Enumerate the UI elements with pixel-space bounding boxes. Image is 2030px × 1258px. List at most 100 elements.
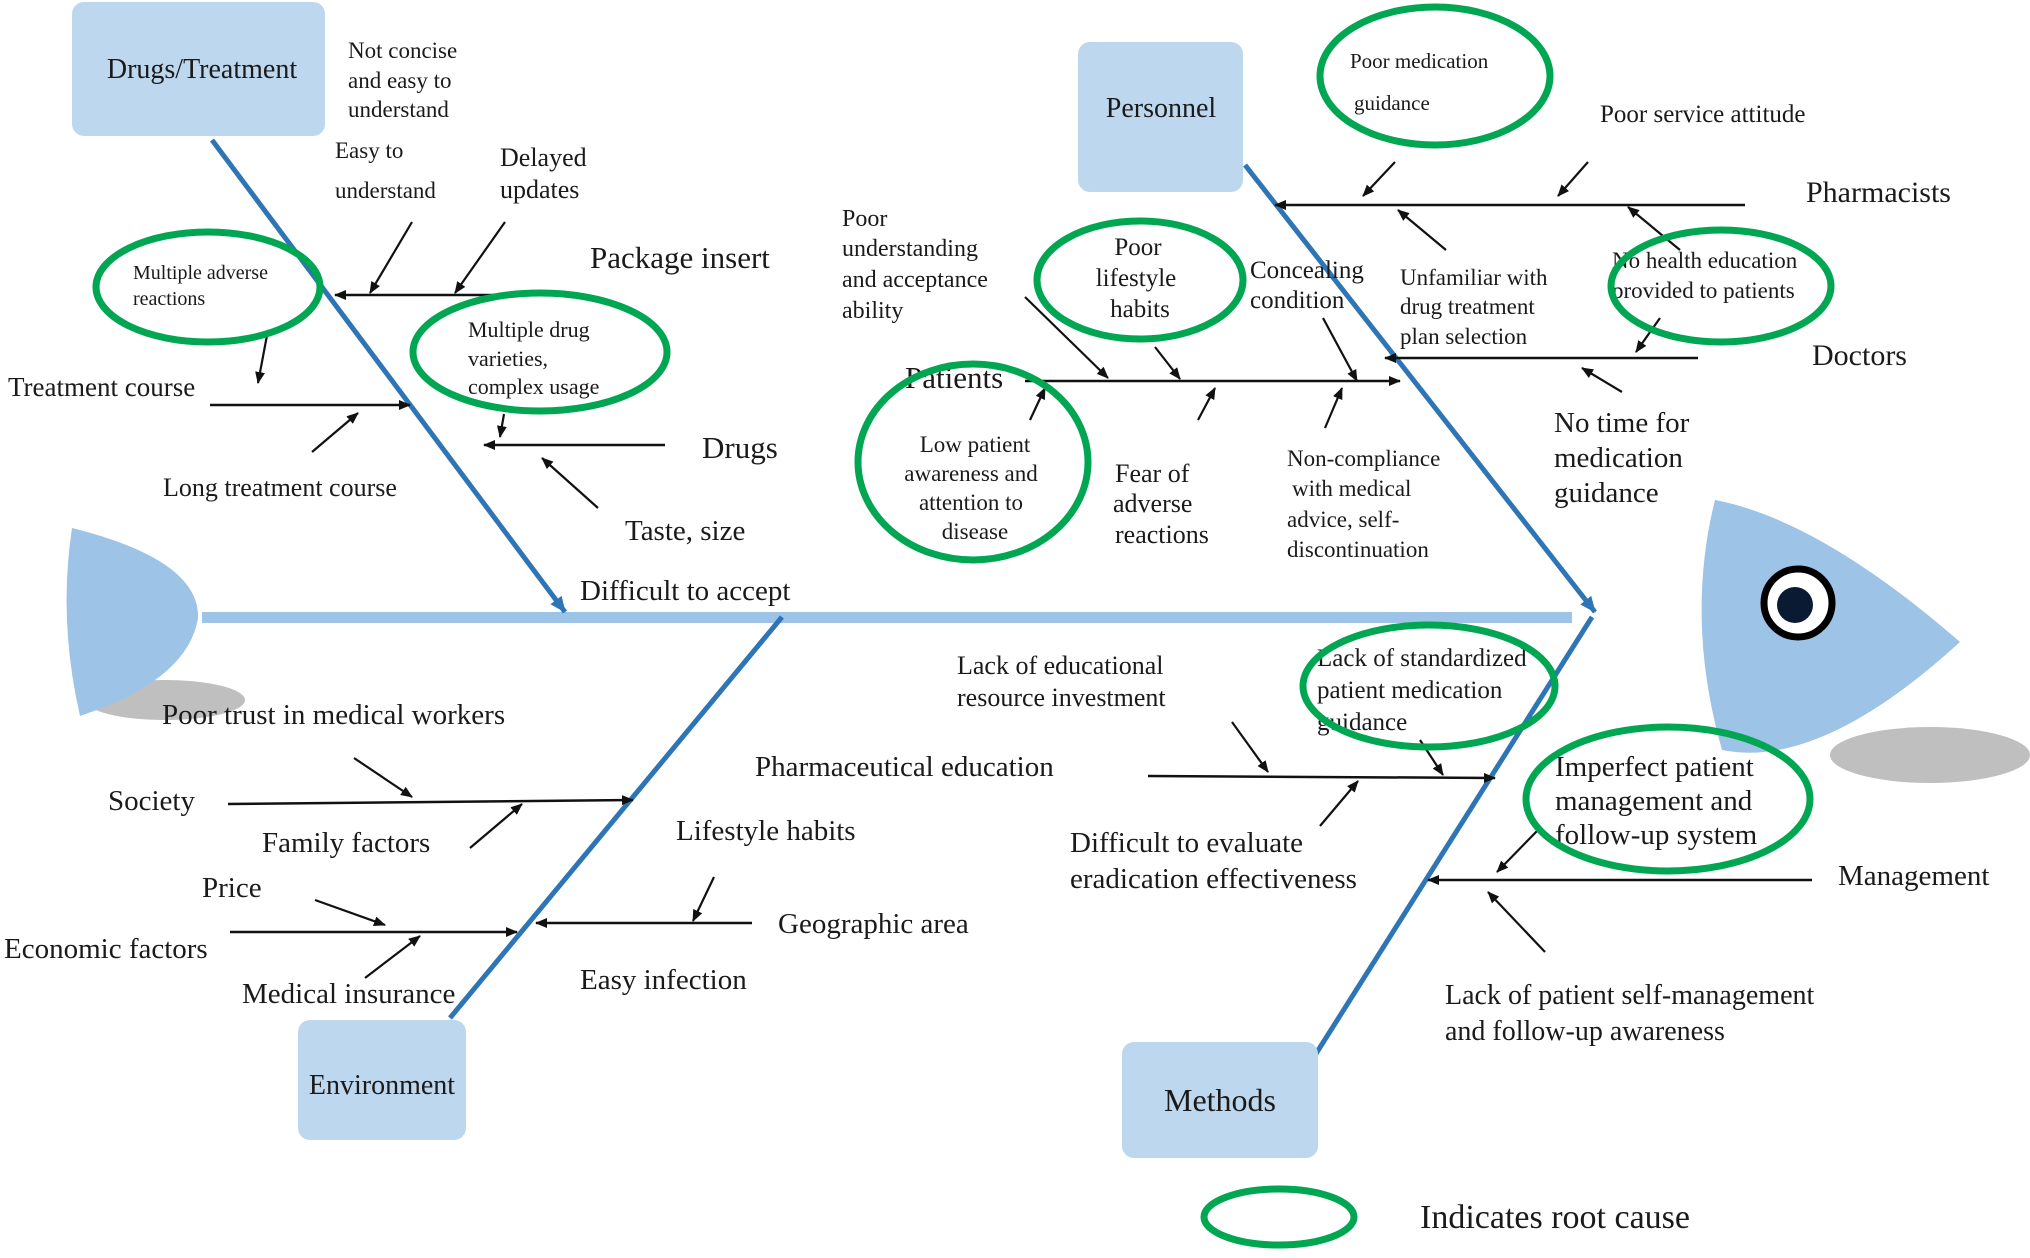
category-label-personnel: Personnel <box>1106 93 1217 124</box>
svg-text:Lack of standardized: Lack of standardized <box>1317 645 1527 672</box>
category-label-drugs-treatment: Drugs/Treatment <box>107 54 298 85</box>
svg-text:and easy to: and easy to <box>348 68 451 93</box>
svg-text:condition: condition <box>1250 287 1345 314</box>
svg-text:patient medication: patient medication <box>1317 677 1503 704</box>
cause-fear-adverse-reactions: Fear of adverse reactions <box>1113 459 1209 549</box>
root-cause-circle-multiple-drug-varieties <box>409 289 671 415</box>
cause-not-concise: Not concise and easy to understand <box>348 38 457 122</box>
svg-text:varieties,: varieties, <box>468 346 548 371</box>
svg-text:reactions: reactions <box>1115 520 1209 549</box>
pharmaceutical-education-label: Pharmaceutical education <box>755 751 1054 783</box>
svg-text:lifestyle: lifestyle <box>1096 265 1177 292</box>
svg-text:Difficult to evaluate: Difficult to evaluate <box>1070 827 1303 859</box>
society-arrow <box>227 795 634 806</box>
cause-low-patient-awareness: Low patient awareness and attention to d… <box>904 432 1038 544</box>
svg-text:Fear of: Fear of <box>1115 459 1190 488</box>
package-insert-label: Package insert <box>590 240 770 275</box>
root-cause-circle-low-patient-awareness <box>854 360 1092 564</box>
fish-tail <box>66 528 199 716</box>
svg-text:Multiple drug: Multiple drug <box>468 317 590 342</box>
cause-easy-to-understand: Easy to understand <box>335 138 436 203</box>
svg-text:Easy to: Easy to <box>335 138 403 163</box>
family-factors-label: Family factors <box>262 827 430 859</box>
easy-infection-label: Easy infection <box>580 964 747 996</box>
root-cause-circle-no-health-education <box>1607 226 1835 346</box>
management-label: Management <box>1838 860 1989 892</box>
bone-environment <box>448 615 784 1020</box>
svg-text:Poor: Poor <box>1114 234 1162 261</box>
cause-unfamiliar-treatment-plan: Unfamiliar with drug treatment plan sele… <box>1400 265 1548 349</box>
root-cause-circle-poor-lifestyle <box>1033 217 1247 343</box>
svg-text:attention to: attention to <box>919 490 1023 515</box>
economic-factors-label: Economic factors <box>4 933 208 965</box>
svg-text:Imperfect patient: Imperfect patient <box>1555 751 1754 783</box>
society-label: Society <box>108 785 195 817</box>
svg-text:Delayed: Delayed <box>500 143 587 172</box>
fish-head <box>1701 500 1960 753</box>
svg-text:updates: updates <box>500 175 579 204</box>
svg-text:eradication effectiveness: eradication effectiveness <box>1070 863 1357 895</box>
svg-text:understanding: understanding <box>842 236 978 262</box>
geographic-area-label: Geographic area <box>778 908 969 940</box>
cause-poor-medication-guidance: Poor medication guidance <box>1350 49 1489 115</box>
cause-lack-self-management: Lack of patient self-management and foll… <box>1445 980 1814 1047</box>
svg-text:Lack of patient self-managemen: Lack of patient self-management <box>1445 980 1814 1011</box>
svg-text:follow-up system: follow-up system <box>1555 819 1758 851</box>
root-cause-circle-lack-standardized <box>1299 621 1559 751</box>
legend-label: Indicates root cause <box>1420 1199 1690 1236</box>
cause-poor-understanding: Poor understanding and acceptance abilit… <box>842 206 988 324</box>
svg-text:habits: habits <box>1110 296 1170 323</box>
category-box-environment <box>298 1020 466 1140</box>
bone-methods <box>1309 615 1595 1062</box>
svg-text:management and: management and <box>1555 785 1753 817</box>
svg-text:Non-compliance: Non-compliance <box>1287 446 1440 471</box>
svg-text:with medical: with medical <box>1292 476 1411 501</box>
svg-text:Low patient: Low patient <box>920 432 1031 457</box>
svg-text:and follow-up awareness: and follow-up awareness <box>1445 1016 1725 1047</box>
medical-insurance-label: Medical insurance <box>242 978 455 1010</box>
svg-text:discontinuation: discontinuation <box>1287 537 1429 562</box>
poor-trust-label: Poor trust in medical workers <box>162 699 505 731</box>
root-cause-circle-poor-medication-guidance <box>1316 3 1554 149</box>
svg-text:drug treatment: drug treatment <box>1400 294 1535 319</box>
category-label-environment: Environment <box>309 1070 455 1101</box>
svg-text:Multiple adverse: Multiple adverse <box>133 262 268 284</box>
svg-text:Concealing: Concealing <box>1250 257 1364 284</box>
cause-no-time-for-guidance: No time for medication guidance <box>1554 407 1690 509</box>
svg-text:Poor: Poor <box>842 206 887 232</box>
poor-service-attitude-label: Poor service attitude <box>1600 101 1806 128</box>
svg-text:disease: disease <box>942 519 1008 544</box>
cause-no-health-education: No health education provided to patients <box>1612 248 1798 303</box>
svg-text:and acceptance: and acceptance <box>842 267 988 293</box>
cause-imperfect-management: Imperfect patient management and follow-… <box>1555 751 1758 851</box>
long-treatment-course-label: Long treatment course <box>163 473 397 502</box>
root-cause-circle-imperfect-management <box>1522 723 1814 875</box>
svg-text:resource investment: resource investment <box>957 683 1166 712</box>
svg-text:guidance: guidance <box>1554 477 1659 509</box>
svg-text:ability: ability <box>842 298 903 324</box>
cause-poor-lifestyle-habits: Poor lifestyle habits <box>1096 234 1177 323</box>
cause-lack-standardized-guidance: Lack of standardized patient medication … <box>1317 645 1527 736</box>
svg-text:No health education: No health education <box>1612 248 1798 273</box>
cause-multiple-drug-varieties: Multiple drug varieties, complex usage <box>468 317 599 399</box>
taste-size-label: Taste, size <box>625 515 745 547</box>
doctors-label: Doctors <box>1812 339 1907 372</box>
category-label-methods: Methods <box>1164 1082 1276 1118</box>
svg-text:understand: understand <box>335 178 436 203</box>
bone-drugs-treatment <box>209 138 568 614</box>
category-box-methods <box>1122 1042 1318 1158</box>
legend-root-cause-icon <box>1200 1185 1358 1249</box>
root-cause-circle-multiple-adverse <box>92 228 324 346</box>
category-box-personnel <box>1078 42 1243 192</box>
head-shadow <box>1830 727 2030 783</box>
cause-difficult-evaluate: Difficult to evaluate eradication effect… <box>1070 827 1357 895</box>
bone-personnel <box>1243 163 1597 614</box>
svg-text:complex usage: complex usage <box>468 374 599 399</box>
svg-text:Lack of educational: Lack of educational <box>957 651 1163 680</box>
category-box-drugs-treatment <box>72 2 325 136</box>
svg-text:Unfamiliar with: Unfamiliar with <box>1400 265 1548 290</box>
svg-text:advice, self-: advice, self- <box>1287 507 1399 532</box>
cause-multiple-adverse-reactions: Multiple adverse reactions <box>133 262 268 310</box>
svg-text:provided to patients: provided to patients <box>1612 278 1795 303</box>
